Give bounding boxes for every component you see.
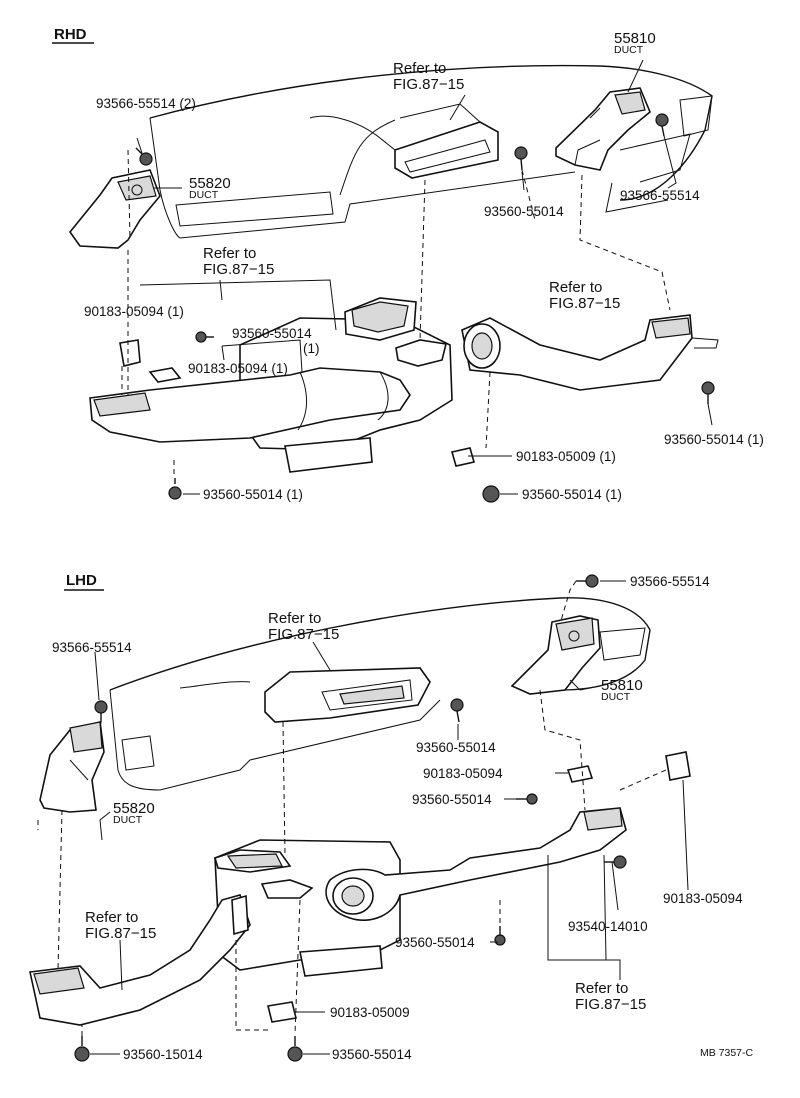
screw-icon <box>655 113 669 137</box>
lhd-duct-right-name: DUCT <box>601 691 631 703</box>
lhd-duct-55810 <box>510 615 601 695</box>
rhd-screw-top-left-label: 93566-55514 (2) <box>96 96 196 111</box>
clip-icon <box>267 1001 297 1023</box>
rhd-refer-right-line2: FIG.87−15 <box>549 295 620 312</box>
screw-icon <box>576 574 599 588</box>
screw-icon <box>701 381 715 404</box>
footer-code: MB 7357-C <box>700 1047 754 1059</box>
rhd-floor-duct-right <box>461 314 719 391</box>
rhd-labels: Refer to FIG.87−15 55810 DUCT 93566-5551… <box>84 30 764 502</box>
rhd-refer-left-line1: Refer to <box>203 245 256 262</box>
lhd-bolt-right-label: 93540-14010 <box>568 919 648 934</box>
lhd-refer-left-line1: Refer to <box>85 909 138 926</box>
lhd-section: LHD <box>29 572 743 1062</box>
screw-icon <box>514 146 528 171</box>
rhd-duct-left-name: DUCT <box>189 189 219 201</box>
clip-icon <box>148 367 182 383</box>
lhd-refer-left-line2: FIG.87−15 <box>85 925 156 942</box>
rhd-duct-55820 <box>68 169 161 249</box>
lhd-refer-bottom-line2: FIG.87−15 <box>575 996 646 1013</box>
screw-icon <box>195 331 214 343</box>
rhd-screw-top-right-label: 93566-55514 <box>620 188 700 203</box>
rhd-screw-right-side-label: 93560-55014 (1) <box>664 432 764 447</box>
screw-icon <box>135 147 153 166</box>
rhd-dashboard <box>149 64 713 239</box>
rhd-clip-bottom-right-label: 90183-05009 (1) <box>516 449 616 464</box>
clip-icon <box>566 765 594 783</box>
rhd-leader-lines <box>121 59 713 495</box>
lhd-heater-unit <box>214 807 627 977</box>
rhd-refer-top-line1: Refer to <box>393 60 446 77</box>
rhd-refer-top-line2: FIG.87−15 <box>393 76 464 93</box>
rhd-duct-right-number: 55810 <box>614 30 656 47</box>
lhd-screw-lower-label: 93560-55014 <box>395 935 475 950</box>
rhd-screw-bottom-left-label: 93560-55014 (1) <box>203 487 303 502</box>
rhd-duct-left-number: 55820 <box>189 175 231 192</box>
lhd-duct-left-number: 55820 <box>113 800 155 817</box>
rhd-duct-right-name: DUCT <box>614 44 644 56</box>
rhd-screw-icons <box>135 113 715 503</box>
lhd-screw-center-label: 93560-55014 <box>416 740 496 755</box>
lhd-screw-top-left-label: 93566-55514 <box>52 640 132 655</box>
lhd-screw-icons <box>74 574 599 1062</box>
rhd-clip-mid-label: 90183-05094 (1) <box>188 361 288 376</box>
lhd-clip-right-label: 90183-05094 <box>663 891 743 906</box>
lhd-clip-bottom-label: 90183-05009 <box>330 1005 410 1020</box>
lhd-center-vent <box>264 667 431 723</box>
clip-icon <box>665 751 691 781</box>
lhd-labels: 93566-55514 Refer to FIG.87−15 93566-555… <box>52 574 743 1062</box>
rhd-screw-center-label: 93560-55014 <box>484 204 564 219</box>
screw-icon <box>516 793 538 805</box>
screw-icon <box>450 698 464 723</box>
lhd-clip-icons <box>267 751 691 1023</box>
clip-icon <box>450 447 476 467</box>
lhd-leader-lines <box>37 580 689 1055</box>
screw-icon <box>287 1036 303 1062</box>
lhd-section-label: LHD <box>66 572 97 589</box>
lhd-floor-duct-left <box>29 894 251 1026</box>
lhd-refer-bottom-line1: Refer to <box>575 980 628 997</box>
lhd-duct-right-number: 55810 <box>601 677 643 694</box>
rhd-screw-bottom-right-label: 93560-55014 (1) <box>522 487 622 502</box>
lhd-screw-bottom-left-label: 93560-15014 <box>123 1047 203 1062</box>
rhd-center-vent <box>394 103 499 179</box>
screw-icon <box>74 1036 90 1062</box>
rhd-section: RHD <box>52 26 764 503</box>
lhd-screw-top-right-label: 93566-55514 <box>630 574 710 589</box>
lhd-clip-center-label: 90183-05094 <box>423 766 503 781</box>
rhd-clip-icons <box>119 339 476 467</box>
rhd-duct-55810 <box>555 87 651 171</box>
lhd-duct-55820 <box>39 720 105 813</box>
rhd-section-label: RHD <box>54 26 87 43</box>
rhd-refer-left-line2: FIG.87−15 <box>203 261 274 278</box>
bolt-icon <box>604 855 627 869</box>
lhd-screw-bottom-center-label: 93560-55014 <box>332 1047 412 1062</box>
screw-icon <box>168 478 182 500</box>
rhd-refer-right-line1: Refer to <box>549 279 602 296</box>
lhd-duct-left-name: DUCT <box>113 814 143 826</box>
lhd-refer-top-line1: Refer to <box>268 610 321 627</box>
rhd-clip-left-top-label: 90183-05094 (1) <box>84 304 184 319</box>
screw-icon <box>482 485 500 503</box>
rhd-heater-unit <box>89 297 453 473</box>
rhd-screw-mid-label: 93560-55014 <box>232 326 312 341</box>
lhd-dashboard <box>109 597 651 791</box>
rhd-screw-mid-qty: (1) <box>303 341 320 356</box>
screw-icon <box>94 700 108 722</box>
clip-icon <box>119 339 141 367</box>
lhd-screw-mid-label: 93560-55014 <box>412 792 492 807</box>
lhd-refer-top-line2: FIG.87−15 <box>268 626 339 643</box>
